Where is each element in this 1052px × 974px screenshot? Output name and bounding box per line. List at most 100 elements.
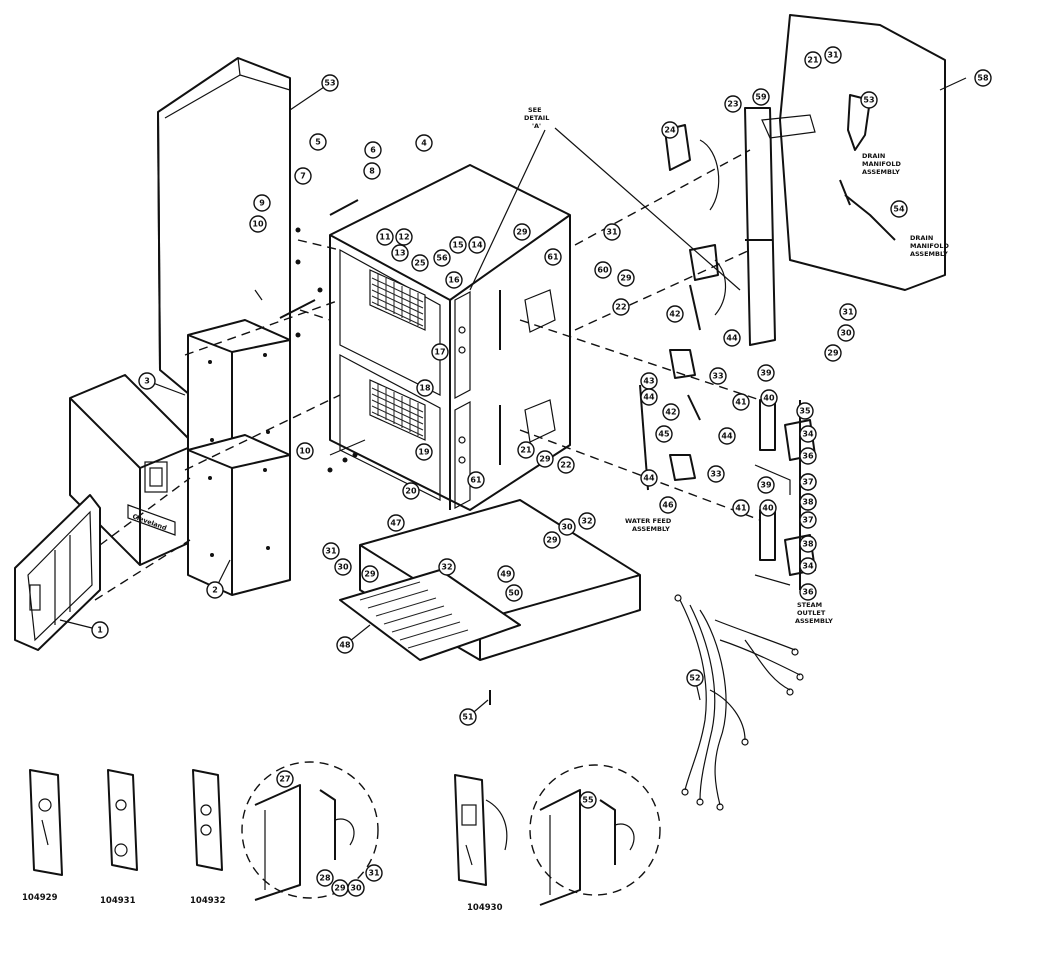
- callout-label: 36: [802, 588, 814, 597]
- callout-circle: [707, 465, 725, 483]
- callout-label: 28: [319, 874, 331, 883]
- callout-circle: [415, 443, 433, 461]
- note-detail-a: 'A': [532, 122, 541, 130]
- callout-circle: [364, 141, 382, 159]
- callout-circle: [433, 249, 451, 267]
- drip-tray: [339, 569, 521, 661]
- callout-29: 29: [331, 879, 349, 897]
- callout-27: 27: [276, 770, 294, 788]
- callout-label: 52: [689, 674, 700, 683]
- callout-4: 4: [415, 134, 433, 152]
- callout-label: 37: [802, 516, 813, 525]
- callout-label: 30: [561, 523, 573, 532]
- callout-circle: [594, 261, 612, 279]
- callout-40: 40: [760, 389, 778, 407]
- callout-circle: [557, 456, 575, 474]
- callout-21: 21: [804, 51, 822, 69]
- callout-32: 32: [578, 512, 596, 530]
- callout-circle: [839, 303, 857, 321]
- callout-circle: [334, 558, 352, 576]
- callout-label: 61: [547, 253, 559, 262]
- callout-label: 14: [471, 241, 483, 250]
- callout-38: 38: [799, 493, 817, 511]
- callout-circle: [799, 583, 817, 601]
- callout-label: 29: [539, 455, 551, 464]
- callout-circle: [799, 473, 817, 491]
- callout-label: 31: [827, 51, 839, 60]
- callout-circle: [505, 584, 523, 602]
- callout-circle: [655, 425, 673, 443]
- callout-circle: [391, 244, 409, 262]
- callout-11: 11: [376, 228, 394, 246]
- callout-36: 36: [799, 583, 817, 601]
- callout-label: 34: [802, 430, 814, 439]
- callout-52: 52: [686, 669, 704, 687]
- callout-circle: [799, 535, 817, 553]
- control-panel-104929: [29, 769, 63, 876]
- detail-a-right: [539, 789, 635, 906]
- svg-text:STEAM: STEAM: [797, 601, 822, 609]
- callout-circle: [760, 389, 778, 407]
- svg-text:ASSEMBLY: ASSEMBLY: [862, 168, 900, 176]
- svg-text:WATER FEED: WATER FEED: [625, 517, 672, 525]
- svg-text:DRAIN: DRAIN: [910, 234, 933, 242]
- callout-circle: [759, 499, 777, 517]
- steam-outlet-note: STEAM OUTLET ASSEMBLY: [795, 601, 833, 625]
- callout-label: 10: [252, 220, 264, 229]
- callout-label: 8: [369, 167, 375, 176]
- steam-generator-lower: [369, 379, 426, 441]
- callout-label: 37: [802, 478, 813, 487]
- callout-circle: [497, 565, 515, 583]
- callout-label: 33: [710, 470, 721, 479]
- callout-label: 9: [259, 199, 265, 208]
- callout-circle: [666, 305, 684, 323]
- callout-label: 56: [436, 254, 448, 263]
- svg-text:DRAIN: DRAIN: [862, 152, 885, 160]
- callout-circle: [686, 669, 704, 687]
- hinge-hardware: [254, 199, 366, 473]
- callout-31: 31: [322, 542, 340, 560]
- callout-8: 8: [363, 162, 381, 180]
- callout-2: 2: [206, 581, 224, 599]
- callout-label: 7: [300, 172, 306, 181]
- svg-text:OUTLET: OUTLET: [797, 609, 826, 617]
- callout-label: 55: [582, 796, 594, 805]
- main-cabinet: [329, 164, 571, 511]
- callout-44: 44: [723, 329, 741, 347]
- callout-9: 9: [253, 194, 271, 212]
- callout-label: 3: [144, 377, 150, 386]
- callout-circle: [459, 708, 477, 726]
- callout-label: 2: [212, 586, 218, 595]
- callout-label: 41: [735, 504, 747, 513]
- callout-circle: [752, 88, 770, 106]
- callout-label: 31: [368, 869, 380, 878]
- callout-37: 37: [799, 511, 817, 529]
- callout-label: 48: [339, 641, 351, 650]
- callout-label: 30: [840, 329, 852, 338]
- detail-a-left: [254, 784, 355, 901]
- callout-label: 17: [434, 348, 445, 357]
- callout-label: 29: [334, 884, 346, 893]
- callout-label: 43: [643, 377, 654, 386]
- callout-circle: [517, 441, 535, 459]
- part-number-104930: 104930: [467, 903, 503, 913]
- callout-circle: [249, 215, 267, 233]
- callout-circle: [799, 557, 817, 575]
- callout-circle: [449, 236, 467, 254]
- callout-46: 46: [659, 496, 677, 514]
- callout-label: 19: [418, 448, 430, 457]
- side-panel-lower: [187, 434, 291, 596]
- callout-label: 22: [615, 303, 626, 312]
- callout-28: 28: [316, 869, 334, 887]
- callout-31: 31: [365, 864, 383, 882]
- callout-39: 39: [757, 364, 775, 382]
- callout-30: 30: [558, 518, 576, 536]
- callout-circle: [468, 236, 486, 254]
- callout-label: 15: [452, 241, 464, 250]
- callout-15: 15: [449, 236, 467, 254]
- svg-text:ASSEMBLY: ASSEMBLY: [632, 525, 670, 533]
- callout-circle: [804, 51, 822, 69]
- callout-label: 1: [97, 626, 103, 635]
- callout-label: 35: [799, 407, 811, 416]
